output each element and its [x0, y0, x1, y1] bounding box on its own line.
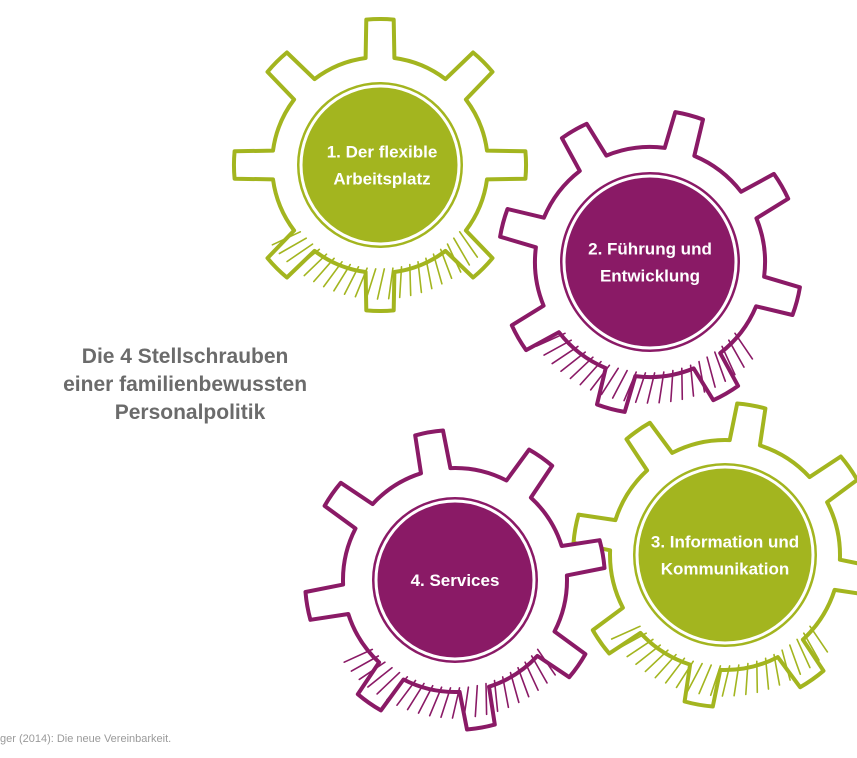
gear-2-hub-ring [562, 174, 738, 350]
diagram-title-line-1: Die 4 Stellschrauben [82, 345, 289, 368]
gear-3-label-line-2: Kommunikation [661, 560, 789, 579]
gear-4-hub [372, 497, 538, 663]
gear-4-label-line-1: 4. Services [411, 571, 500, 590]
gear-1-hatching [271, 231, 479, 300]
gear-1-label-line-2: Arbeitsplatz [333, 170, 430, 189]
gear-1-label-line-1: 1. Der flexible [327, 143, 438, 162]
gear-4: 4. Services [303, 428, 607, 732]
gear-1-hub-ring [299, 84, 461, 246]
gear-2-label-line-2: Entwicklung [600, 267, 700, 286]
diagram-title-line-3: Personalpolitik [115, 401, 266, 424]
gear-4-hatching [343, 648, 556, 719]
gear-3-label-line-1: 3. Information und [651, 533, 799, 552]
gear-3-hatching [610, 625, 829, 697]
gear-4-hub-ring [374, 499, 536, 661]
diagram-title: Die 4 Stellschrauben einer familienbewus… [63, 345, 313, 424]
gear-3-hub-ring [635, 465, 815, 645]
gear-4-label: 4. Services [411, 571, 500, 590]
gear-2-hub [560, 172, 740, 352]
gear-3-hub [633, 463, 817, 647]
diagram-title-line-2: einer familienbewussten [63, 373, 307, 396]
gear-2-label-line-1: 2. Führung und [588, 240, 712, 259]
gear-1-hub [297, 82, 463, 248]
source-note: ger (2014): Die neue Vereinbarkeit. [0, 733, 172, 745]
gear-2-hatching [535, 332, 754, 404]
